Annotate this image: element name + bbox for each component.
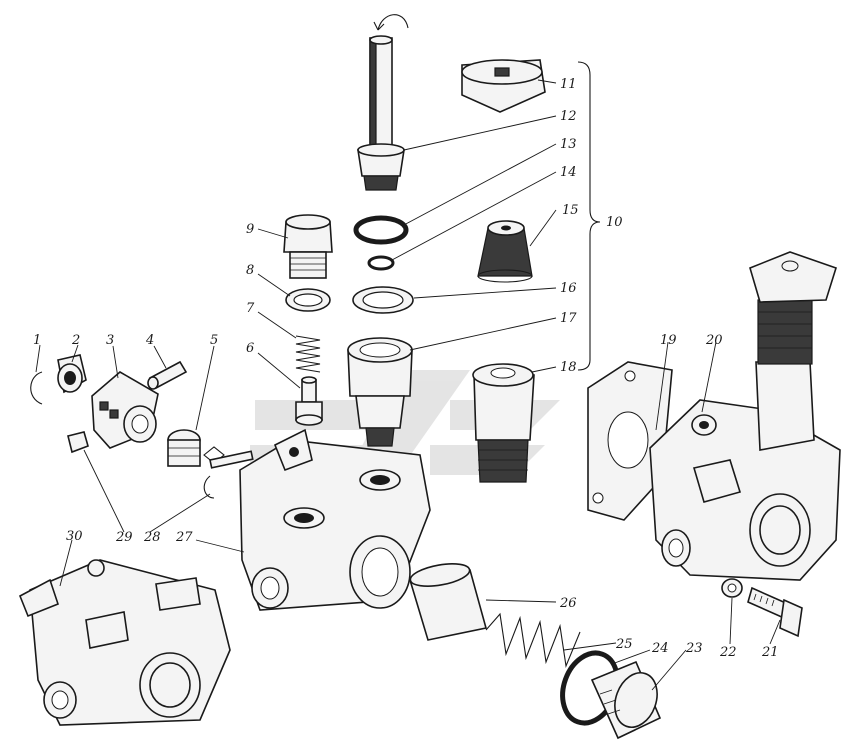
part-21-bolt (747, 586, 803, 638)
part-30-left-body (18, 559, 231, 726)
part-17-cylinder (347, 337, 413, 447)
label-18: 18 (560, 360, 577, 375)
label-29: 29 (115, 530, 133, 545)
label-23: 23 (685, 641, 703, 656)
label-24: 24 (651, 641, 669, 656)
leader-lines (35, 79, 781, 691)
label-21: 21 (761, 645, 779, 660)
label-7: 7 (246, 301, 255, 316)
part-2-nut (57, 354, 87, 394)
part-27-main-body (239, 428, 431, 611)
label-26: 26 (559, 596, 577, 611)
part-10-group-bracket (577, 61, 601, 371)
label-22: 22 (719, 645, 737, 660)
part-7-spring (295, 335, 321, 373)
part-29-small-nut (67, 431, 89, 454)
label-2: 2 (71, 333, 80, 348)
part-25-spring (485, 612, 581, 669)
part-4-pin (147, 360, 188, 390)
label-19: 19 (660, 333, 677, 348)
callout-labels: 1 2 3 4 5 6 7 8 9 10 11 12 13 14 15 16 1… (33, 77, 779, 660)
part-22-washer (721, 578, 743, 598)
part-16-washer (352, 286, 414, 314)
part-18-filter-sleeve (472, 363, 535, 483)
part-9-plug (283, 214, 333, 279)
part-6-pin (295, 376, 323, 426)
label-12: 12 (560, 109, 577, 124)
part-26-sleeve (408, 563, 487, 641)
part-3-lever (91, 371, 159, 449)
part-28-rod (203, 446, 254, 499)
label-15: 15 (562, 203, 579, 218)
part-14-small-ring (367, 255, 395, 271)
label-10: 10 (606, 215, 623, 230)
label-4: 4 (145, 333, 154, 348)
label-9: 9 (246, 222, 254, 237)
label-8: 8 (246, 263, 254, 278)
part-15-cone-filter (477, 220, 533, 283)
label-16: 16 (560, 281, 577, 296)
label-13: 13 (560, 137, 577, 152)
label-30: 30 (66, 529, 83, 544)
part-19-gasket (587, 361, 673, 521)
label-3: 3 (106, 333, 114, 348)
label-27: 27 (175, 530, 193, 545)
label-11: 11 (560, 77, 577, 92)
part-5-valve (167, 429, 201, 467)
part-8-washer (285, 288, 331, 312)
label-6: 6 (246, 341, 254, 356)
part-1-snap-ring (30, 371, 43, 405)
part-20-pump-body (649, 251, 841, 581)
label-17: 17 (560, 311, 577, 326)
part-23-plug (590, 660, 662, 740)
part-11-cam-plate (461, 59, 546, 113)
part-13-o-ring (353, 215, 409, 245)
label-25: 25 (615, 637, 633, 652)
label-20: 20 (705, 333, 723, 348)
part-12-plunger-rod (357, 14, 409, 191)
label-28: 28 (143, 530, 161, 545)
label-1: 1 (33, 333, 41, 348)
label-14: 14 (560, 165, 577, 180)
label-5: 5 (210, 333, 218, 348)
